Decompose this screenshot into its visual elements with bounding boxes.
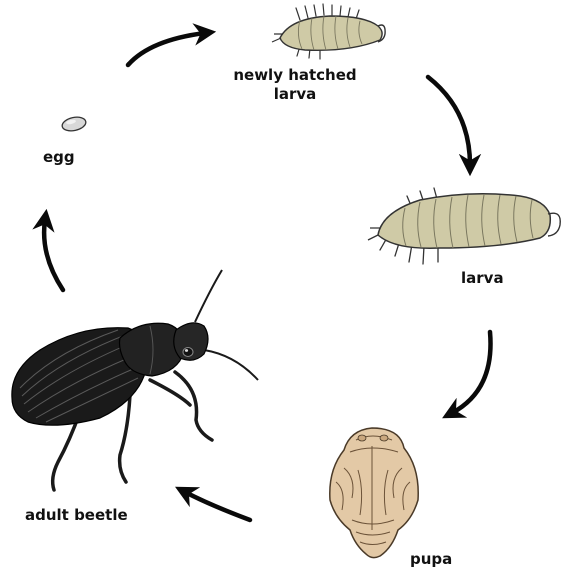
arrow-hatchling-to-larva-icon	[428, 77, 470, 165]
pupa-label: pupa	[410, 550, 452, 569]
arrow-pupa-to-adult-icon	[185, 492, 250, 520]
larva-icon	[368, 188, 560, 264]
newly-hatched-larva-label: newly hatched larva	[232, 66, 358, 104]
beetle-icon	[12, 270, 258, 490]
arrow-egg-to-hatchling-icon	[128, 33, 205, 65]
arrow-larva-to-pupa-icon	[452, 332, 491, 413]
adult-beetle-label: adult beetle	[25, 506, 128, 525]
hatchling-larva-icon	[272, 4, 385, 59]
egg-label: egg	[43, 148, 75, 167]
arrow-adult-to-egg-icon	[44, 220, 63, 290]
egg-icon	[61, 115, 87, 133]
newly-hatched-label-line-2: larva	[232, 85, 358, 104]
newly-hatched-label-line-1: newly hatched	[232, 66, 358, 85]
cycle-arrows	[44, 33, 490, 520]
larva-label: larva	[461, 269, 504, 288]
pupa-icon	[330, 428, 418, 558]
